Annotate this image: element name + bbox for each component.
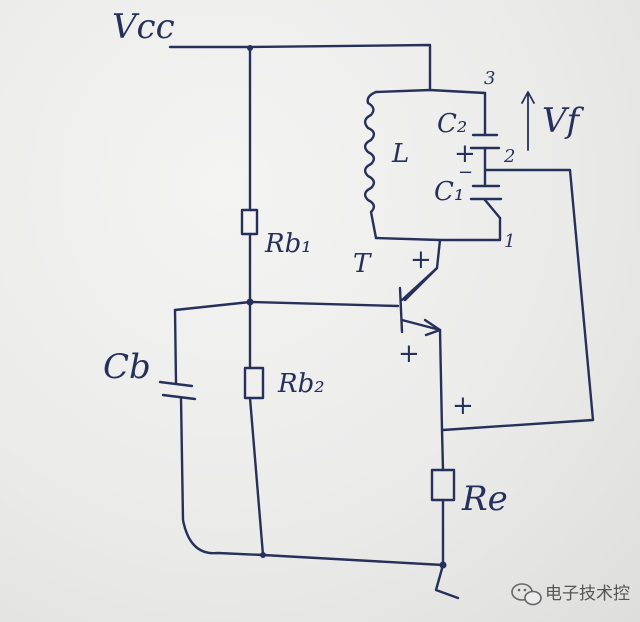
- c2-minus-mark: −: [458, 162, 473, 183]
- transistor-label: T: [353, 249, 372, 279]
- feedback-wire: [441, 168, 595, 432]
- watermark: 电子技术控: [511, 583, 630, 606]
- rb2-label: Rb₂: [277, 369, 325, 399]
- c2-label: C₂: [437, 109, 467, 139]
- cap-branch-wire: [483, 91, 502, 220]
- tank-top-wire: [374, 88, 487, 95]
- rb2-resistor: [243, 366, 265, 400]
- base-plus-mark: +: [398, 339, 420, 369]
- emitter-plus-mark: +: [452, 391, 474, 421]
- inductor-label: L: [391, 139, 409, 169]
- transistor-symbol: [398, 266, 442, 337]
- cb-wire: [173, 308, 445, 567]
- wechat-icon: [511, 583, 542, 606]
- c2-plus-mark: +: [454, 139, 476, 169]
- re-label: Re: [461, 479, 508, 519]
- rb1-resistor: [240, 208, 259, 236]
- vf-label: Vf: [542, 101, 585, 141]
- c1-plates: [469, 184, 503, 201]
- tank-bottom-wire: [374, 216, 502, 242]
- c1-label: C₁: [434, 177, 464, 207]
- vcc-label: Vcc: [112, 7, 175, 47]
- emitter-wire: [438, 328, 445, 567]
- cb-label: Cb: [103, 347, 151, 387]
- vcc-rail: [168, 43, 432, 92]
- inductor-coil: [363, 90, 378, 240]
- vf-arrow: [521, 91, 535, 151]
- ground-junction-left: [260, 552, 266, 558]
- rb1-label: Rb₁: [264, 229, 312, 259]
- watermark-text: 电子技术控: [545, 584, 630, 604]
- node2-label: 2: [503, 146, 515, 167]
- ground-symbol: [434, 563, 460, 600]
- node3-label: 3: [484, 68, 495, 89]
- node1-label: 1: [504, 231, 515, 252]
- node1-plus-mark: +: [410, 245, 432, 275]
- base-wire: [173, 300, 400, 312]
- cb-plates: [158, 380, 197, 401]
- re-resistor: [430, 468, 456, 502]
- c2-plates: [469, 133, 501, 150]
